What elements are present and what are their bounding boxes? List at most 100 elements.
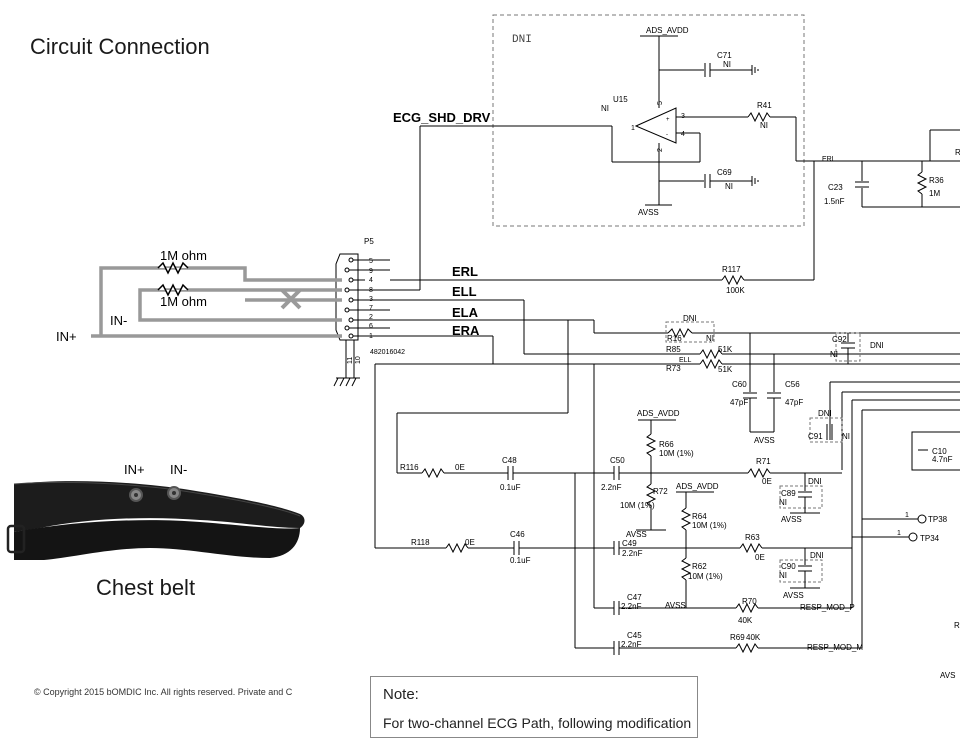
ell-net-label: ELL [679, 357, 692, 364]
c89-label: C89 [781, 489, 796, 498]
r72-value: 10M (1%) [620, 501, 655, 510]
r69-label: R69 [730, 633, 745, 642]
c90-label: C90 [781, 562, 796, 571]
resp-mod-p: RESP_MOD_P [800, 603, 855, 612]
net-ecg-shd-drv: ECG_SHD_DRV [393, 110, 491, 125]
c56-value: 47pF [785, 398, 803, 407]
r36-label: R36 [929, 176, 944, 185]
c49-label: C49 [622, 539, 637, 548]
net-ell: ELL [452, 284, 477, 299]
p5-pin11: 11 [347, 357, 354, 364]
r16-value: NI [706, 334, 714, 343]
tp34-icon [908, 532, 918, 542]
r-cut-label: R [955, 148, 960, 157]
tp38-pin: 1 [905, 512, 909, 519]
u15-label: U15 [613, 95, 628, 104]
note-box: Note: For two-channel ECG Path, followin… [370, 676, 698, 738]
opamp-u15 [634, 107, 677, 144]
r70-value: 40K [738, 616, 753, 625]
r64-value: 10M (1%) [692, 521, 727, 530]
r41-value: NI [760, 121, 768, 130]
c89-value: NI [779, 498, 787, 507]
c92-label: C92 [832, 335, 847, 344]
c71-value: NI [723, 60, 731, 69]
r36-value: 1M [929, 189, 940, 198]
c69-value: NI [725, 182, 733, 191]
u15-pin5: 5 [657, 101, 664, 105]
avss-dni: AVSS [638, 208, 659, 217]
schematic: DNI ADS_AVDD C71 NI U15 NI + - 1 5 2 3 4… [6, 14, 960, 680]
r72-label: R72 [653, 487, 668, 496]
svg-text:-: - [666, 132, 668, 138]
ads-avdd-top: ADS_AVDD [646, 26, 689, 35]
avss-2: AVSS [781, 515, 802, 524]
p5-pin9: 9 [369, 268, 373, 275]
c90-dni: DNI [810, 551, 824, 560]
chest-belt-image [6, 481, 305, 560]
c47-value: 2.2nF [621, 602, 642, 611]
u15-pin4: 4 [681, 131, 685, 138]
c60-label: C60 [732, 380, 747, 389]
tp34-label: TP34 [920, 534, 940, 543]
p5-pin5: 5 [369, 258, 373, 265]
avss-5: AVSS [665, 601, 686, 610]
cut-x-icon [280, 288, 302, 310]
c48-label: C48 [502, 456, 517, 465]
r71-value: 0E [762, 477, 772, 486]
note-title: Note: [383, 686, 419, 703]
c48-value: 0.1uF [500, 483, 521, 492]
p5-pin4: 4 [369, 277, 373, 284]
r62-label: R62 [692, 562, 707, 571]
r16-label: R16 [667, 334, 682, 343]
r66-value: 10M (1%) [659, 449, 694, 458]
r73-label: R73 [666, 364, 681, 373]
tp38-icon [917, 514, 927, 524]
c92-dni: DNI [870, 341, 884, 350]
connector-part: 482016042 [370, 349, 405, 356]
r117-value: 100K [726, 286, 745, 295]
net-ela: ELA [452, 305, 479, 320]
tp34-pin: 1 [897, 530, 901, 537]
r-right-label: R [954, 621, 960, 630]
in-minus-label: IN- [110, 313, 127, 328]
dni-box-label: DNI [512, 34, 532, 46]
r69-value: 40K [746, 633, 761, 642]
r116-value: 0E [455, 463, 465, 472]
belt-in-minus: IN- [170, 462, 187, 477]
r117-label: R117 [722, 265, 741, 274]
r63-value: 0E [755, 553, 765, 562]
r41-label: R41 [757, 101, 772, 110]
r116-label: R116 [400, 463, 419, 472]
avss-1: AVSS [754, 436, 775, 445]
svg-text:+: + [666, 117, 670, 123]
r63-label: R63 [745, 533, 760, 542]
electrode-wiring [91, 266, 342, 338]
c47-label: C47 [627, 593, 642, 602]
p5-pin2: 2 [369, 314, 373, 321]
c10-value: 4.7nF [932, 455, 953, 464]
dni-box [492, 14, 805, 227]
p5-pin10: 10 [355, 356, 362, 364]
page-title: Circuit Connection [30, 34, 210, 59]
u15-pin1: 1 [631, 125, 635, 132]
belt-in-plus: IN+ [124, 462, 145, 477]
r118-value: 0E [465, 538, 475, 547]
net-era: ERA [452, 323, 480, 338]
u15-pin2: 2 [657, 148, 664, 152]
r85-value: 51K [718, 345, 733, 354]
avss-3: AVSS [626, 530, 647, 539]
connector-p5 [335, 253, 359, 341]
c91-dni: DNI [818, 409, 832, 418]
c46-value: 0.1uF [510, 556, 531, 565]
r62-value: 10M (1%) [688, 572, 723, 581]
note-text: For two-channel ECG Path, following modi… [383, 715, 692, 731]
r16-dni: DNI [683, 314, 697, 323]
c10-label: C10 [932, 447, 947, 456]
c45-value: 2.2nF [621, 640, 642, 649]
p5-pin8: 8 [369, 287, 373, 294]
r66-label: R66 [659, 440, 674, 449]
c46-label: C46 [510, 530, 525, 539]
p5-pin6: 6 [369, 323, 373, 330]
copyright-text: © Copyright 2015 bOMDIC Inc. All rights … [34, 687, 293, 697]
c60-value: 47pF [730, 398, 748, 407]
